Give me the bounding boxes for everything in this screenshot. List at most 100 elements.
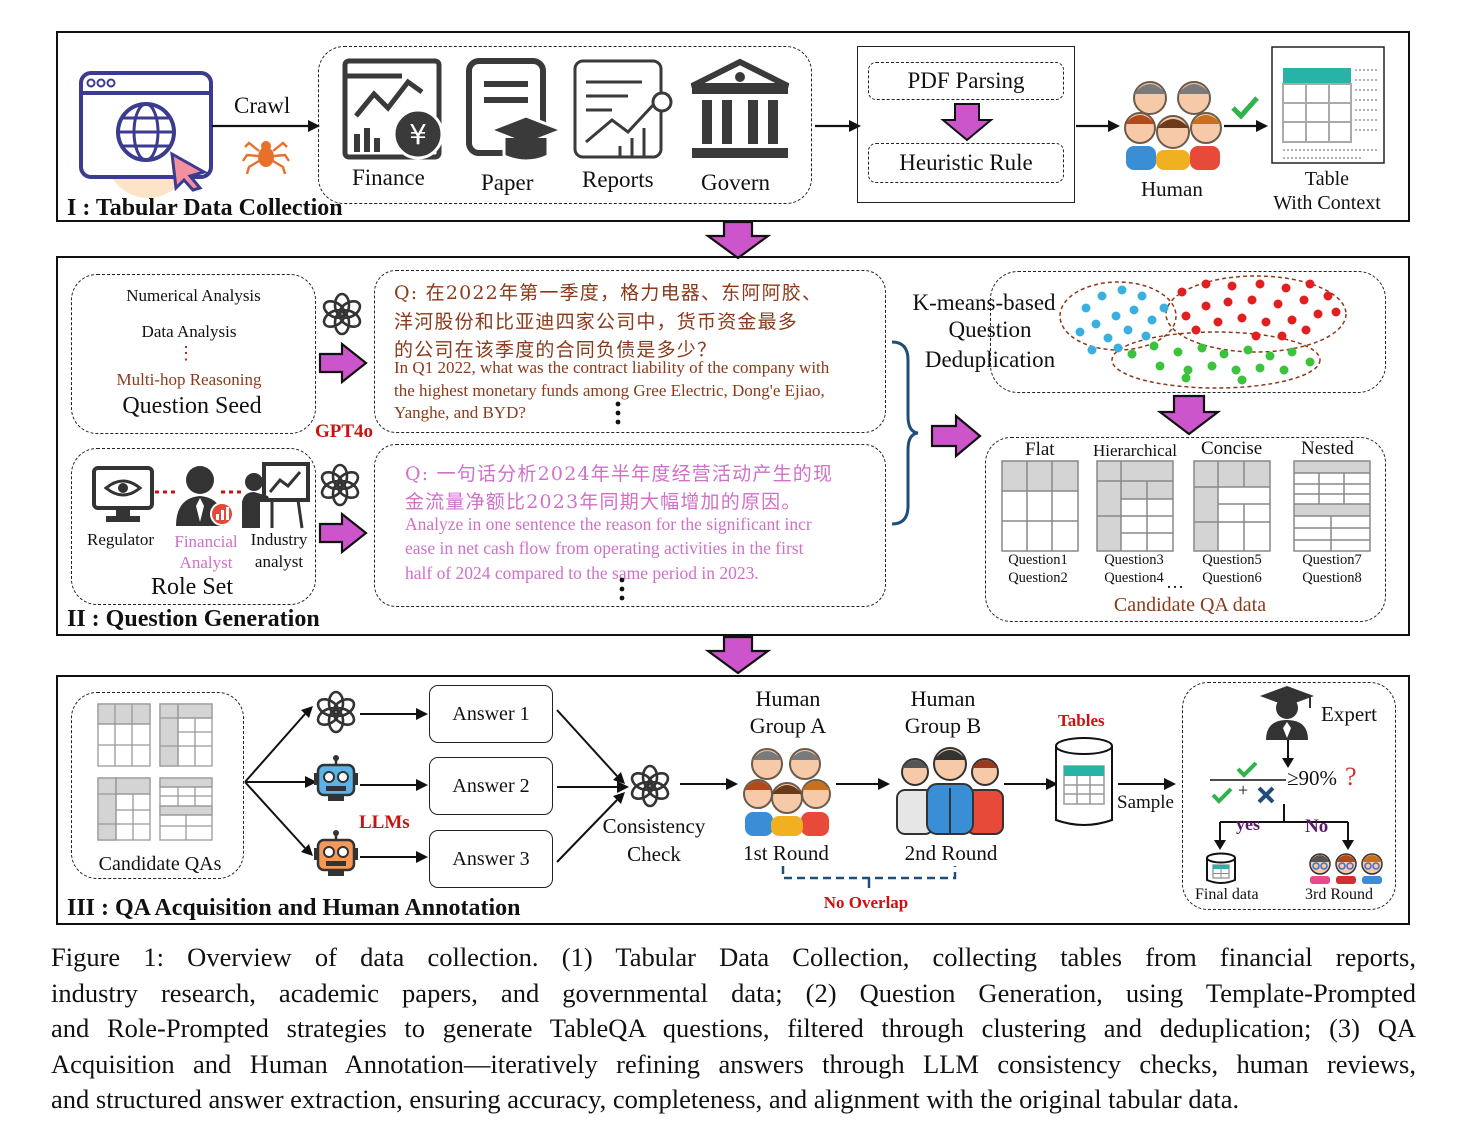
- seed-item-data: Data Analysis: [141, 322, 237, 341]
- arrow-expert-down: [1282, 740, 1294, 768]
- paper-icon: [466, 58, 567, 163]
- question-box-1: [374, 270, 886, 433]
- answer-2-label: Answer 2: [452, 774, 530, 797]
- openai-logo-icon: [322, 292, 362, 336]
- svg-text:¥: ¥: [409, 118, 427, 151]
- caption-line-5: and structured answer extraction, ensuri…: [51, 1084, 1240, 1114]
- web-browser-globe-icon: [79, 71, 213, 198]
- table-type-concise: Concise: [1201, 438, 1263, 459]
- consistency-line2: Check: [627, 842, 681, 866]
- role-set-group: [71, 448, 316, 605]
- group-b-line2: Group B: [904, 713, 982, 738]
- decision-branch: [1214, 804, 1354, 850]
- right-arrow-magenta-2: [318, 511, 368, 555]
- candidate-qas-label: Candidate QAs: [98, 853, 222, 875]
- seed-item-ellipsis: ⋮: [177, 343, 195, 363]
- table-label-line2: With Context: [1273, 192, 1381, 214]
- table-type-hierarchical: Hierarchical: [1093, 441, 1177, 460]
- answer-2-box: Answer 2: [429, 757, 553, 815]
- arrow-to-group-b: [836, 778, 890, 790]
- robot-orange-icon: [314, 830, 358, 876]
- group-a-round: 1st Round: [743, 841, 829, 865]
- arrows-to-answers: [360, 708, 428, 863]
- group-b-line1: Human: [910, 686, 976, 711]
- q2-zh-line1: Q: 一句话分析2024年半年度经营活动产生的现: [405, 463, 834, 485]
- role-set-title: Role Set: [151, 574, 233, 600]
- table-type-nested: Nested: [1301, 438, 1354, 459]
- third-round-label: 3rd Round: [1305, 886, 1373, 903]
- question-1: Question1: [1008, 552, 1068, 568]
- heuristic-rule-label: Heuristic Rule: [899, 150, 1033, 175]
- question-seed-group: [71, 274, 316, 434]
- dedup-line2: Question: [948, 317, 1032, 342]
- panel2-title: II : Question Generation: [67, 606, 320, 632]
- candidate-qa-data-group: [985, 437, 1386, 622]
- q1-en-line1: In Q1 2022, what was the contract liabil…: [394, 358, 830, 377]
- role-connector-dots: [155, 490, 243, 494]
- source-govern-label: Govern: [701, 170, 770, 195]
- sources-group: [318, 46, 812, 204]
- human-group-icon: [1124, 81, 1222, 170]
- vertical-ellipsis-2: [619, 577, 625, 601]
- heuristic-rule-step: Heuristic Rule: [868, 143, 1064, 183]
- yes-label: yes: [1236, 814, 1260, 834]
- question-8: Question8: [1302, 570, 1362, 586]
- arrow-to-table: [1224, 120, 1268, 132]
- arrow-to-human: [1076, 120, 1120, 132]
- llms-label: LLMs: [359, 812, 410, 833]
- vertical-ellipsis: [615, 401, 621, 425]
- source-finance-label: Finance: [352, 165, 425, 190]
- dedup-line1: K-means-based: [912, 290, 1056, 315]
- no-label: No: [1305, 816, 1329, 837]
- arrow-to-expert: [1118, 778, 1176, 790]
- kmeans-cluster-plot: [1059, 275, 1347, 389]
- caption-line-4: Acquisition and Human Annotation—iterati…: [51, 1048, 1416, 1079]
- parsing-box: [857, 46, 1075, 203]
- down-arrow-magenta-2: [1156, 394, 1222, 436]
- no-overlap-label: No Overlap: [823, 893, 909, 912]
- human-group-a-icon: [743, 748, 831, 836]
- check-icon-top: [1236, 761, 1258, 778]
- question-seed-title: Question Seed: [122, 393, 262, 419]
- down-arrow-magenta: [940, 103, 994, 142]
- question-mark: ?: [1345, 762, 1357, 791]
- caption-line-2: industry research, academic papers, and …: [51, 977, 1416, 1008]
- financial-analyst-icon: [176, 466, 234, 526]
- q1-en-line3: Yanghe, and BYD?: [394, 403, 526, 422]
- no-overlap-bracket: [781, 866, 957, 888]
- question-7: Question7: [1302, 552, 1362, 568]
- final-data-label: Final data: [1195, 886, 1259, 903]
- q1-zh-line1: Q: 在2022年第一季度，格力电器、东阿阿胶、: [394, 282, 823, 304]
- down-arrow-panel1-2: [704, 220, 772, 260]
- gpt4o-label: GPT4o: [315, 421, 374, 442]
- q2-en-line1: Analyze in one sentence the reason for t…: [405, 514, 812, 534]
- pdf-parsing-step: PDF Parsing: [868, 62, 1064, 100]
- figure-caption: Figure 1: Overview of data collection. (…: [51, 940, 1416, 1118]
- question-4: Question4: [1104, 570, 1164, 586]
- reports-icon: [573, 59, 673, 159]
- robot-blue-icon: [314, 755, 358, 801]
- sample-label: Sample: [1117, 792, 1174, 813]
- consistency-line1: Consistency: [602, 814, 706, 838]
- expert-review-group: [1182, 682, 1396, 910]
- pdf-parsing-label: PDF Parsing: [907, 68, 1025, 93]
- source-reports-label: Reports: [582, 167, 654, 192]
- government-building-icon: [690, 58, 790, 158]
- question-box-2: [374, 444, 886, 607]
- arrow-to-group-a: [680, 778, 738, 790]
- concise-table-icon: [1193, 460, 1271, 552]
- question-3: Question3: [1104, 552, 1164, 568]
- panel-question-generation: [56, 256, 1410, 636]
- panel-qa-acquisition: [56, 675, 1410, 925]
- q1-zh-line3: 的公司在该季度的合同负债是多少？: [394, 339, 718, 361]
- tables-database-icon: [1055, 737, 1113, 826]
- arrow-to-tables: [1004, 778, 1058, 790]
- fan-arrows: [244, 706, 317, 856]
- group-a-line2: Group A: [749, 713, 827, 738]
- question-5: Question5: [1202, 552, 1262, 568]
- q2-en-line3: half of 2024 compared to the same period…: [405, 563, 759, 583]
- answer-3-box: Answer 3: [429, 830, 553, 888]
- spider-icon: [242, 141, 290, 175]
- group-b-round: 2nd Round: [904, 841, 998, 865]
- tables-label: Tables: [1058, 711, 1105, 730]
